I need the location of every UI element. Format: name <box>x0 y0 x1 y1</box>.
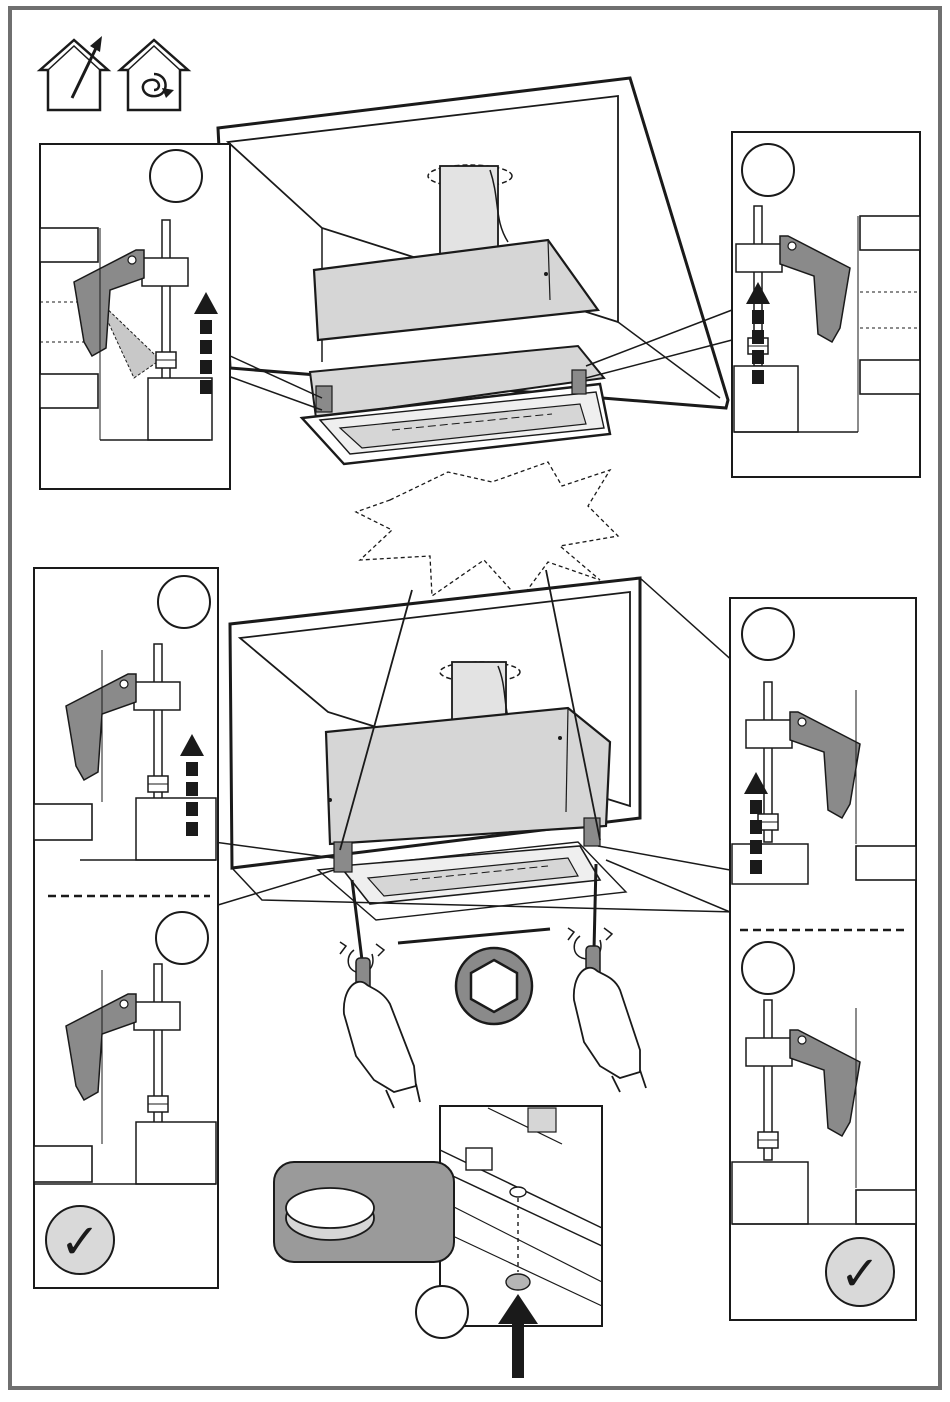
step-circle-mid-right-lower <box>742 942 794 994</box>
check-icon-left: ✓ <box>46 1206 114 1274</box>
svg-text:✓: ✓ <box>840 1246 880 1302</box>
plug-cap-inset <box>274 1162 454 1262</box>
step-circle-mid-right-upper <box>742 608 794 660</box>
hex-socket-icon <box>456 948 532 1024</box>
plug-detail-panel <box>440 1106 602 1326</box>
middle-hood-illustration <box>230 578 736 920</box>
step-circle-top-right <box>742 144 794 196</box>
recirculation-icon <box>120 40 188 110</box>
highlight-burst <box>356 462 618 600</box>
callout-panel-top-right <box>732 132 920 477</box>
step-circle-mid-left-lower <box>156 912 208 964</box>
callout-panel-mid-right: ✓ <box>730 598 916 1320</box>
step-circle-top-left <box>150 150 202 202</box>
step-circle-mid-left-upper <box>158 576 210 628</box>
check-icon-right: ✓ <box>826 1238 894 1306</box>
step-circle-bottom-plug <box>416 1286 468 1338</box>
hand-with-screwdriver-right <box>568 864 646 1092</box>
svg-text:✓: ✓ <box>60 1214 100 1270</box>
top-hood-illustration <box>218 78 728 464</box>
duct-pipe <box>440 166 498 254</box>
ducted-extraction-icon <box>40 36 108 110</box>
callout-panel-top-left <box>40 144 230 489</box>
callout-panel-mid-left: ✓ <box>34 568 218 1288</box>
